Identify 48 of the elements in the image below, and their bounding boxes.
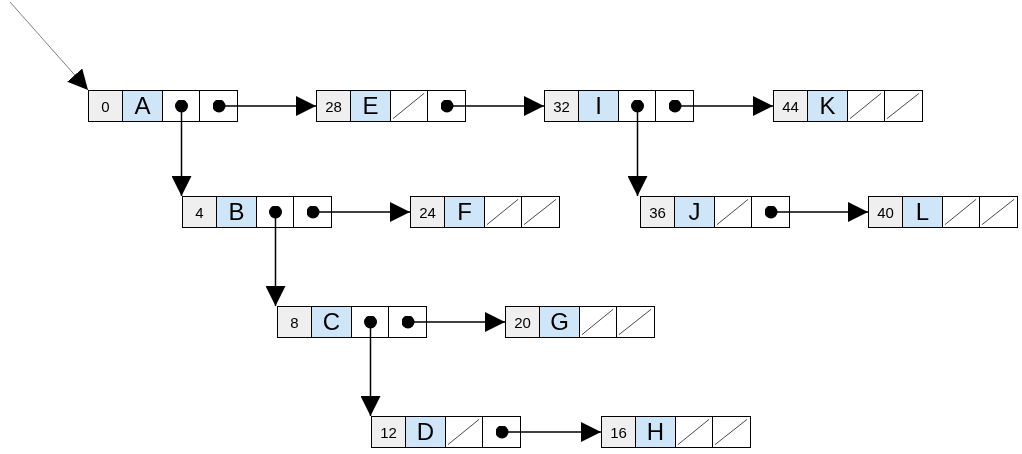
node-letter: K [808,91,848,121]
node-letter: J [675,197,715,227]
arrow [171,99,192,197]
arrow [212,96,317,116]
address-label: 4 [183,197,217,227]
list-node-record [182,196,332,228]
arrow [627,99,648,197]
arrow [440,96,545,116]
node-letter: I [579,91,619,121]
list-node-record [410,196,560,228]
address-label: 20 [506,307,540,337]
node-letter: L [903,197,943,227]
node-letter: H [636,417,676,447]
list-node-record [371,416,521,448]
node-letter: F [445,197,485,227]
address-label: 16 [602,417,636,447]
address-label: 44 [774,91,808,121]
node-letter: C [312,307,352,337]
address-label: 32 [545,91,579,121]
list-node-record [88,90,238,122]
arrow [668,96,774,116]
list-node-record [277,306,427,338]
arrow [495,422,602,442]
list-node-record [505,306,655,338]
arrow [764,202,869,222]
arrow [306,202,411,222]
node-letter: G [540,307,580,337]
arrow [9,1,89,91]
address-label: 24 [411,197,445,227]
node-letter: B [217,197,257,227]
node-letter: A [123,91,163,121]
arrow [265,205,286,307]
address-label: 28 [317,91,351,121]
address-label: 8 [278,307,312,337]
node-letter: D [406,417,446,447]
list-node-record [868,196,1018,228]
arrow [401,312,506,332]
list-node-record [773,90,923,122]
address-label: 12 [372,417,406,447]
arrow [360,315,381,417]
list-node-record [640,196,790,228]
list-node-record [544,90,694,122]
list-node-record [316,90,466,122]
address-label: 0 [89,91,123,121]
address-label: 40 [869,197,903,227]
address-label: 36 [641,197,675,227]
list-node-record [601,416,751,448]
node-letter: E [351,91,391,121]
